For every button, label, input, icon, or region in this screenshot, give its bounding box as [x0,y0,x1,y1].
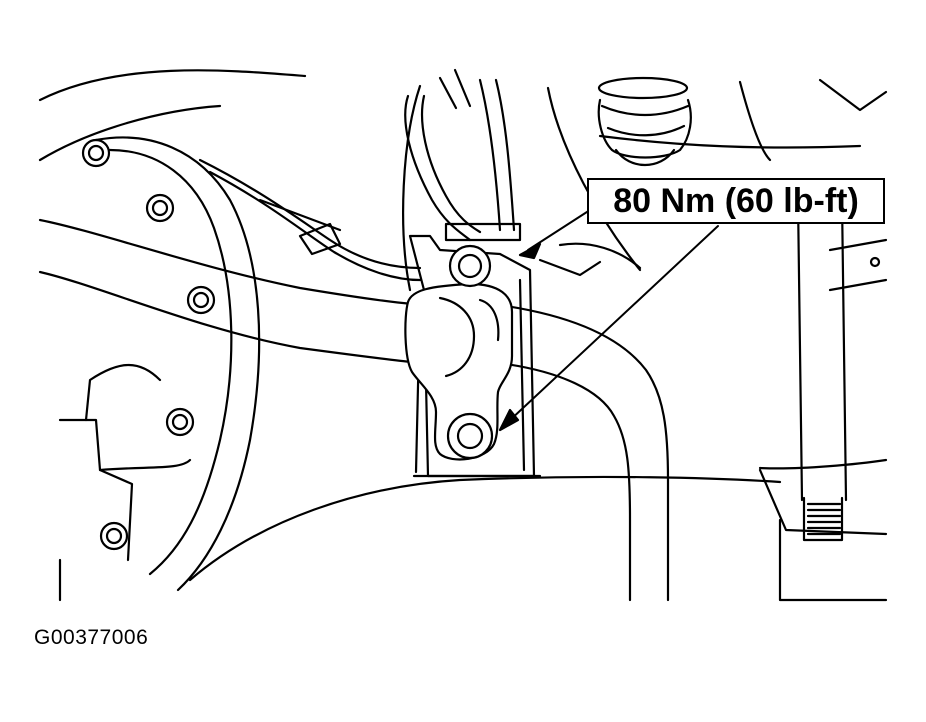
brake-lines [198,78,522,282]
ground-lines [58,475,782,602]
differential-cover [58,136,261,592]
clamp-bolts [446,244,494,460]
torque-callout-arrows [498,209,719,432]
rubber-bumper [597,76,692,166]
torque-spec-label: 80 Nm (60 lb-ft) [587,178,885,224]
figure-id-label: G00377006 [34,626,149,649]
bushing-clamp [404,282,514,461]
threaded-rod [758,198,888,602]
stabilizer-bar [38,218,670,602]
cover-bolts [81,138,216,551]
vehicle-body-outline [38,68,888,470]
